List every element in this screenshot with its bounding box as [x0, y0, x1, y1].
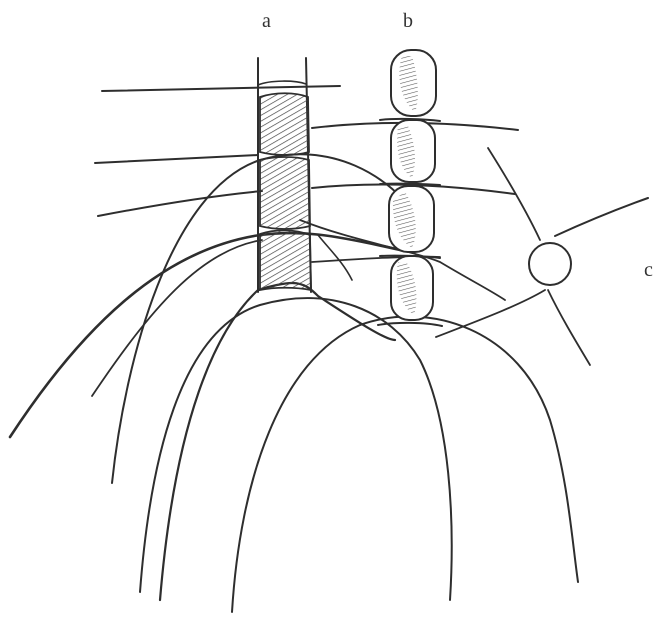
thread-diag-c-bottom	[548, 290, 590, 365]
column-a-top-cap	[258, 81, 306, 85]
arch-outer-2	[232, 317, 578, 612]
thread-right-lower	[436, 290, 545, 337]
thread-2	[95, 155, 258, 163]
cell-a1	[260, 93, 309, 155]
thread-right-upper	[555, 198, 648, 236]
arch-base-of-a	[160, 283, 395, 600]
cell-a3	[260, 230, 311, 290]
column-a-cells	[260, 93, 311, 290]
thread-diag-b2	[318, 235, 352, 280]
arch-outer-1	[140, 298, 452, 600]
cell-c-circle	[529, 243, 571, 285]
label-b: b	[403, 11, 413, 31]
label-c: c	[644, 260, 653, 280]
cell-a2	[260, 157, 310, 229]
thread-top	[102, 86, 340, 91]
label-a: a	[262, 11, 271, 31]
thread-3	[98, 191, 262, 216]
